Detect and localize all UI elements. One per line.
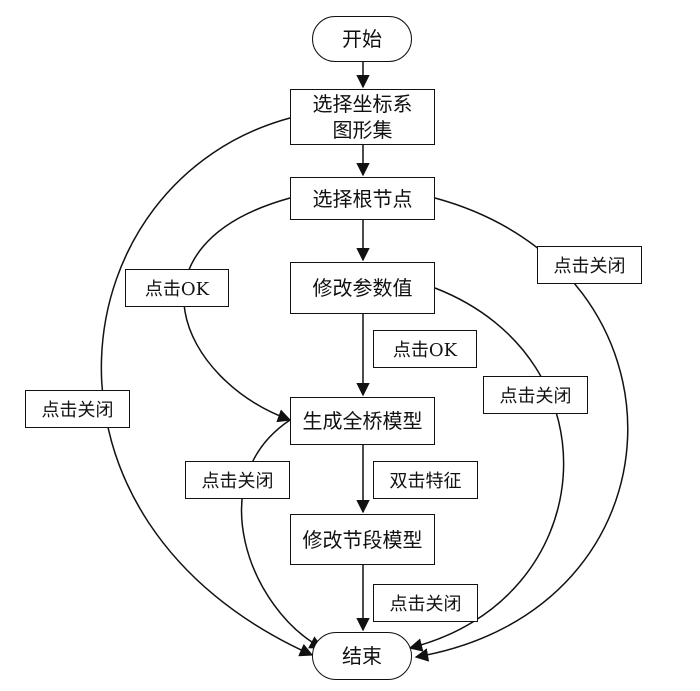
select-root-node: 选择根节点 [290, 177, 435, 220]
modify-segment-node: 修改节段模型 [290, 514, 435, 565]
generate-model-node: 生成全桥模型 [290, 397, 435, 445]
label-close-far-left: 点击关闭 [25, 390, 130, 428]
select-coords-node: 选择坐标系 图形集 [290, 89, 435, 145]
label-close-bottom: 点击关闭 [373, 584, 478, 622]
label-close-right: 点击关闭 [483, 376, 588, 414]
edge-generate-model-close-to-end [240, 419, 324, 649]
label-ok-center: 点击OK [373, 330, 477, 368]
edge-modify-params-close-to-end [408, 287, 565, 652]
select-coords-line2: 图形集 [332, 118, 393, 142]
start-node: 开始 [312, 16, 412, 62]
label-ok-left: 点击OK [125, 269, 229, 307]
label-close-far-right: 点击关闭 [537, 246, 642, 284]
edge-select-root-ok-to-generate-model [183, 197, 292, 423]
label-close-left-inner: 点击关闭 [185, 461, 290, 499]
edge-select-root-close-to-end [414, 197, 629, 662]
modify-params-node: 修改参数值 [290, 262, 435, 314]
select-coords-line1: 选择坐标系 [312, 92, 413, 116]
label-double-click: 双击特征 [373, 461, 478, 499]
edge-select-coords-close-to-end [100, 117, 314, 657]
end-node: 结束 [312, 632, 412, 680]
